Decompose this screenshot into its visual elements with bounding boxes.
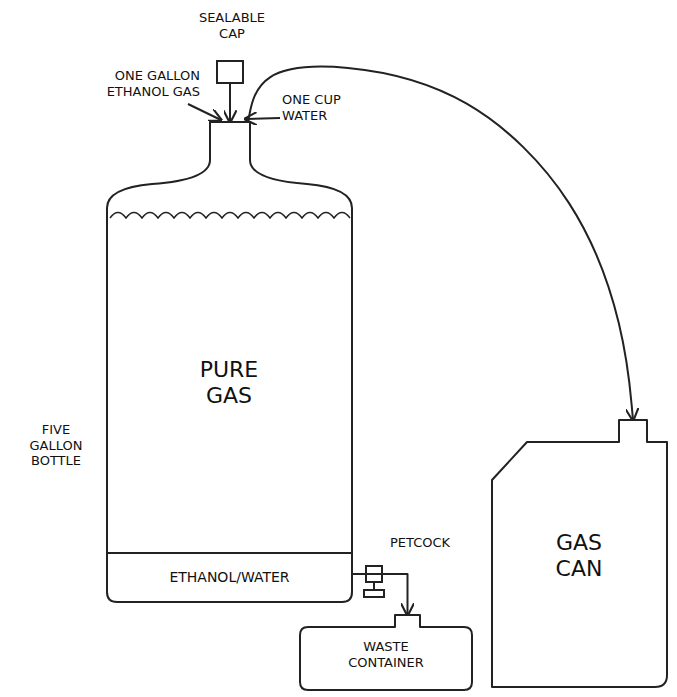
liquid-band: ETHANOL/WATER (107, 552, 352, 602)
cap-label: SEALABLE CAP (188, 10, 276, 41)
ingredient-note: ONE GALLON ETHANOL GAS (95, 68, 200, 99)
leader-arrow (188, 104, 221, 120)
flow-arrow (229, 84, 231, 122)
band-label: ETHANOL/WATER (107, 569, 352, 586)
outline-path (107, 122, 352, 602)
petcock-stem (373, 582, 375, 590)
leader-arrow (245, 118, 280, 119)
waste-container-box: WASTE CONTAINER (300, 615, 472, 690)
gas-can-shape: GAS CAN (492, 420, 667, 687)
cap-box: SEALABLE CAP (216, 60, 244, 84)
petcock-handle (364, 590, 384, 597)
part-name: PETCOCK (390, 535, 470, 551)
ingredient-note: ONE CUP WATER (282, 92, 354, 123)
flow-arrow (248, 67, 633, 420)
flow-arrow (352, 574, 408, 615)
gas-can-label: GAS CAN (539, 530, 619, 583)
outline-path (492, 420, 667, 687)
bottle-heading: FIVE GALLON BOTTLE (19, 422, 93, 469)
bottle-shape: FIVE GALLON BOTTLEPURE GASETHANOL/WATER (107, 122, 352, 602)
connector-group (230, 67, 633, 615)
bottle-content-text: PURE GAS (184, 357, 274, 410)
outline-path (300, 615, 472, 690)
foam-line (110, 213, 350, 219)
waste-label: WASTE CONTAINER (331, 639, 441, 670)
